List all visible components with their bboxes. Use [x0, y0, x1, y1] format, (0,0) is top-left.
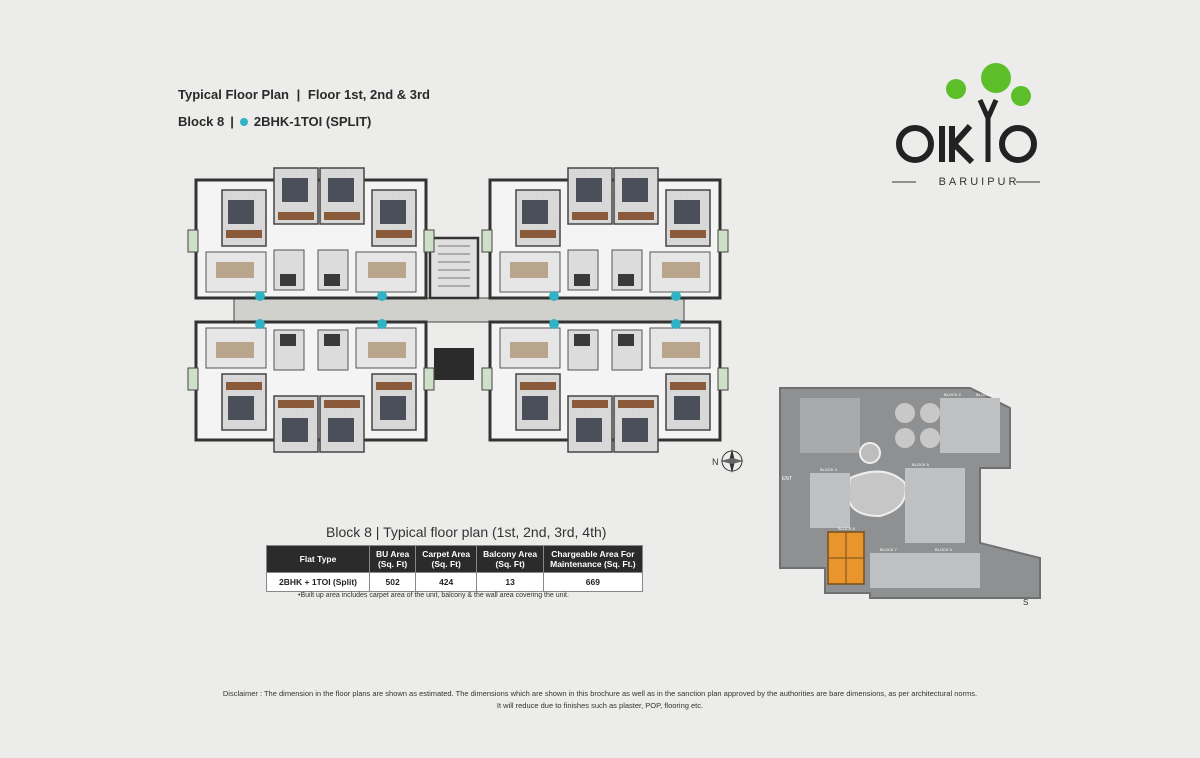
plan-title: Typical Floor Plan | Floor 1st, 2nd & 3r… [178, 87, 430, 102]
svg-text:BLOCK 7: BLOCK 7 [880, 547, 898, 552]
logo-leaf-1 [946, 79, 966, 99]
disclaimer: Disclaimer : The dimension in the floor … [222, 689, 978, 710]
logo-location: BARUIPUR [938, 176, 1020, 188]
svg-text:N: N [712, 457, 719, 467]
table-note: •Built up area includes carpet area of t… [298, 592, 569, 599]
svg-text:ENT: ENT [782, 476, 792, 482]
col-balcony-area: Balcony Area(Sq. Ft) [476, 545, 545, 573]
col-flat-type: Flat Type [266, 545, 370, 573]
block-label: Block 8 | 2BHK-1TOI (SPLIT) [178, 114, 372, 129]
svg-text:BLOCK 4: BLOCK 4 [820, 467, 838, 472]
unit-color-dot [239, 117, 248, 126]
svg-text:BLOCK 3: BLOCK 3 [976, 392, 994, 397]
table-title: Block 8 | Typical floor plan (1st, 2nd, … [326, 524, 607, 540]
col-bu-area: BU Area(Sq. Ft) [368, 545, 417, 573]
svg-text:BLOCK 8: BLOCK 8 [838, 526, 856, 531]
logo-leaf-2 [981, 63, 1011, 93]
svg-text:BLOCK 6: BLOCK 6 [935, 547, 953, 552]
svg-text:S: S [1023, 598, 1028, 607]
oikyo-logo [892, 63, 1040, 183]
svg-text:BLOCK 2: BLOCK 2 [944, 392, 962, 397]
table-row: 2BHK + 1TOI (Split) 502 424 13 669 [266, 572, 643, 592]
floor-plan [186, 166, 730, 454]
table-header-row: Flat Type BU Area(Sq. Ft) Carpet Area(Sq… [266, 545, 643, 573]
svg-text:BLOCK 5: BLOCK 5 [912, 462, 930, 467]
compass-icon: N [712, 449, 744, 473]
col-carpet-area: Carpet Area(Sq. Ft) [415, 545, 478, 573]
logo-leaf-3 [1011, 86, 1031, 106]
site-plan: BLOCK 8 BLOCK 4 BLOCK 5 BLOCK 2 BLOCK 3 … [779, 387, 1041, 599]
area-table: Flat Type BU Area(Sq. Ft) Carpet Area(Sq… [266, 545, 643, 592]
